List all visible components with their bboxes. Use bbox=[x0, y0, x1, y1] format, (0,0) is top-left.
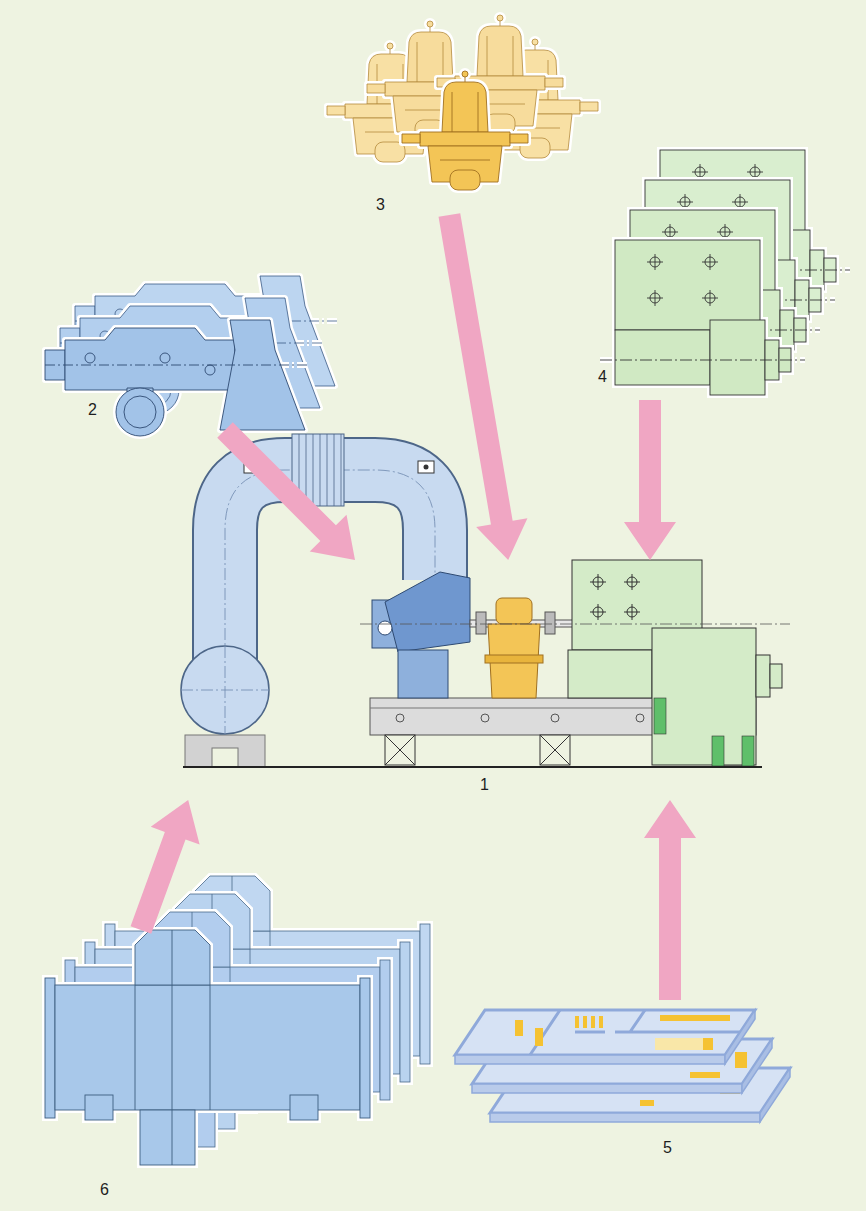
component-group: 1 bbox=[183, 560, 763, 800]
foundation-plan-drawings bbox=[690, 1072, 720, 1078]
turbine-generator-assembly bbox=[540, 735, 570, 765]
turbine-generator-assembly bbox=[496, 598, 532, 624]
turbine-generator-assembly bbox=[385, 735, 415, 765]
turbine-generator-assembly bbox=[181, 646, 269, 734]
turbine-generator-assembly bbox=[636, 714, 644, 722]
foundation-plan-drawings bbox=[535, 1028, 543, 1046]
generator-drawings bbox=[600, 240, 805, 395]
turbine-generator-assembly bbox=[181, 434, 790, 767]
gearbox-drawings bbox=[402, 71, 528, 190]
foundation-plan-drawings bbox=[640, 1100, 654, 1106]
duct-drawings bbox=[45, 930, 370, 1165]
turbine-generator-assembly bbox=[540, 735, 570, 765]
turbine-generator-assembly bbox=[545, 612, 555, 634]
callout-number: 5 bbox=[663, 1140, 672, 1156]
turbine-generator-assembly bbox=[654, 698, 666, 734]
foundation-plan-drawings bbox=[660, 1015, 730, 1021]
component-group: 3 bbox=[330, 0, 550, 215]
foundation-plan-drawings bbox=[599, 1016, 603, 1028]
component-group: 4 bbox=[580, 130, 840, 400]
turbine-casing-drawings bbox=[45, 320, 310, 436]
foundation-plan-drawings bbox=[575, 1016, 579, 1028]
callout-number: 3 bbox=[376, 197, 385, 213]
turbine-generator-assembly bbox=[770, 664, 782, 688]
duct-drawings bbox=[45, 876, 430, 1165]
turbine-generator-assembly bbox=[292, 434, 344, 506]
turbine-casing-drawings bbox=[45, 276, 340, 436]
component-group: 2 bbox=[40, 280, 305, 430]
turbine-generator-assembly bbox=[181, 646, 269, 734]
turbine-casing-drawings bbox=[45, 320, 310, 436]
gearbox-drawings bbox=[402, 71, 528, 190]
foundation-plan-drawings bbox=[591, 1016, 595, 1028]
foundation-plan-drawings bbox=[703, 1038, 713, 1050]
component-group: 6 bbox=[35, 930, 380, 1190]
foundation-plan-drawings bbox=[515, 1020, 523, 1036]
callout-number: 2 bbox=[88, 402, 97, 418]
callout-number: 4 bbox=[598, 369, 607, 385]
turbine-generator-assembly bbox=[299, 434, 341, 506]
turbine-generator-assembly bbox=[652, 628, 756, 765]
turbine-generator-assembly bbox=[485, 655, 543, 663]
foundation-plan-drawings bbox=[583, 1016, 587, 1028]
generator-drawings bbox=[600, 150, 850, 395]
gearbox-drawings bbox=[327, 15, 598, 190]
foundation-plan-drawings bbox=[515, 1010, 740, 1055]
turbine-generator-assembly bbox=[396, 714, 404, 722]
flow-arrow bbox=[644, 800, 696, 1000]
turbine-generator-assembly bbox=[378, 621, 392, 635]
turbine-generator-assembly bbox=[424, 465, 429, 470]
turbine-generator-assembly bbox=[244, 461, 260, 473]
foundation-plan-drawings bbox=[455, 1010, 755, 1064]
turbine-generator-assembly bbox=[385, 735, 415, 765]
turbine-generator-assembly bbox=[385, 572, 470, 652]
duct-drawings bbox=[45, 930, 370, 1165]
turbine-generator-assembly bbox=[624, 604, 640, 620]
flow-arrow bbox=[217, 422, 355, 560]
turbine-generator-assembly bbox=[185, 735, 265, 767]
turbine-generator-assembly bbox=[418, 461, 434, 473]
generator-drawings bbox=[600, 240, 805, 395]
component-group: 5 bbox=[450, 1000, 795, 1165]
turbine-generator-assembly bbox=[212, 748, 238, 767]
turbine-generator-assembly bbox=[481, 714, 489, 722]
turbine-generator-assembly bbox=[624, 574, 640, 590]
foundation-plan-drawings bbox=[735, 1052, 747, 1068]
turbine-generator-assembly bbox=[476, 612, 486, 634]
turbine-generator-assembly bbox=[568, 650, 652, 698]
foundation-plan-drawings bbox=[655, 1038, 705, 1050]
turbine-generator-assembly bbox=[250, 465, 255, 470]
turbine-generator-assembly bbox=[712, 736, 724, 766]
foundation-plan-drawings bbox=[455, 1010, 790, 1122]
turbine-generator-assembly bbox=[590, 604, 606, 620]
turbine-generator-assembly bbox=[756, 655, 770, 697]
callout-number: 6 bbox=[100, 1182, 109, 1198]
flow-arrow bbox=[439, 213, 528, 560]
turbine-generator-assembly bbox=[590, 574, 606, 590]
flow-arrow bbox=[131, 800, 200, 934]
flow-arrow bbox=[624, 400, 676, 560]
turbine-generator-assembly bbox=[742, 736, 754, 766]
turbine-generator-assembly bbox=[398, 650, 448, 698]
turbine-generator-assembly bbox=[551, 714, 559, 722]
turbine-generator-assembly bbox=[183, 766, 762, 768]
turbine-generator-assembly bbox=[360, 624, 790, 625]
callout-number: 1 bbox=[480, 777, 489, 793]
foundation-plan-drawings bbox=[530, 1010, 740, 1055]
